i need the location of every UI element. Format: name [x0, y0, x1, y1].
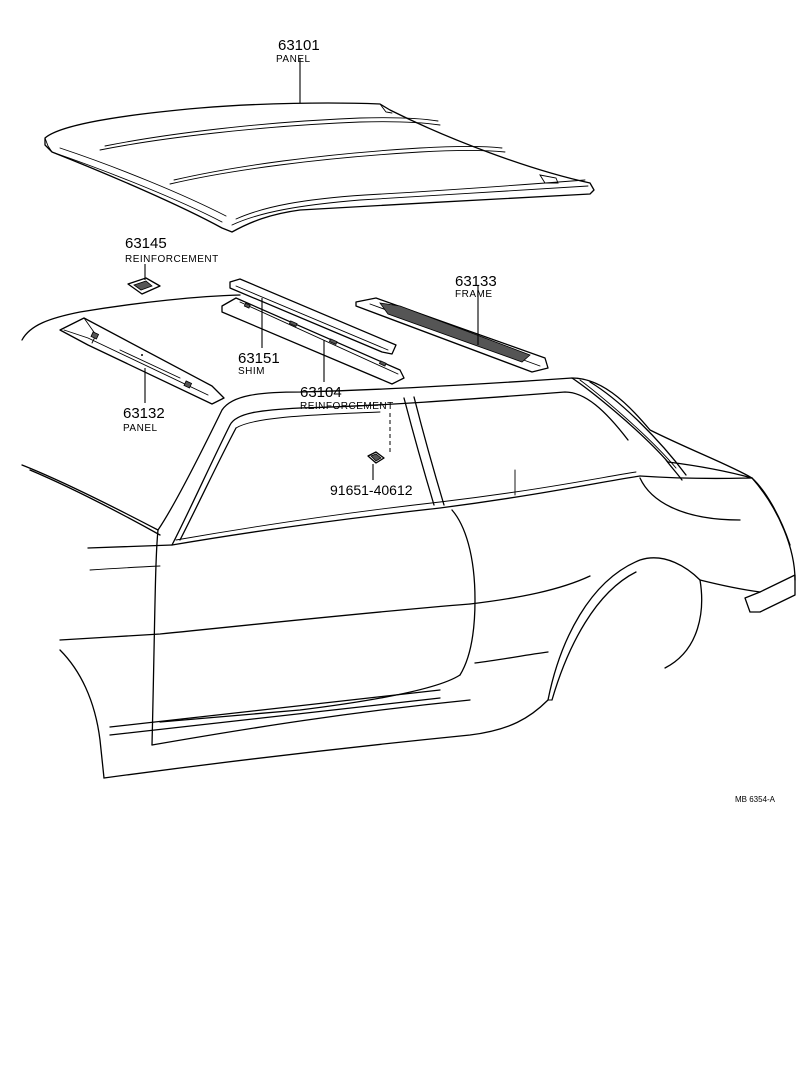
- center-reinforcement-number: 63104: [300, 384, 342, 401]
- frame-number: 63133: [455, 273, 497, 290]
- center-reinforcement: [221, 297, 405, 385]
- clip-number: 91651-40612: [330, 482, 413, 498]
- front-panel-name: PANEL: [123, 423, 158, 434]
- front-roof-panel: [59, 317, 225, 405]
- shim-name: SHIM: [238, 366, 265, 377]
- rear-frame: [355, 297, 549, 373]
- front-panel-number: 63132: [123, 405, 165, 422]
- car-body: [21, 294, 796, 779]
- frame-name: FRAME: [455, 289, 493, 300]
- roof-panel-number: 63101: [278, 37, 320, 54]
- small-reinforcement-number: 63145: [125, 235, 167, 252]
- clip: [367, 410, 391, 464]
- shim-number: 63151: [238, 350, 280, 367]
- reference-code: MB 6354-A: [735, 795, 776, 804]
- roof-panel-name: PANEL: [276, 54, 311, 65]
- small-reinforcement-name: REINFORCEMENT: [125, 254, 219, 265]
- small-reinforcement: [127, 277, 161, 295]
- shim: [229, 278, 397, 355]
- roof-panel: [44, 102, 595, 233]
- center-reinforcement-name: REINFORCEMENT: [300, 401, 394, 412]
